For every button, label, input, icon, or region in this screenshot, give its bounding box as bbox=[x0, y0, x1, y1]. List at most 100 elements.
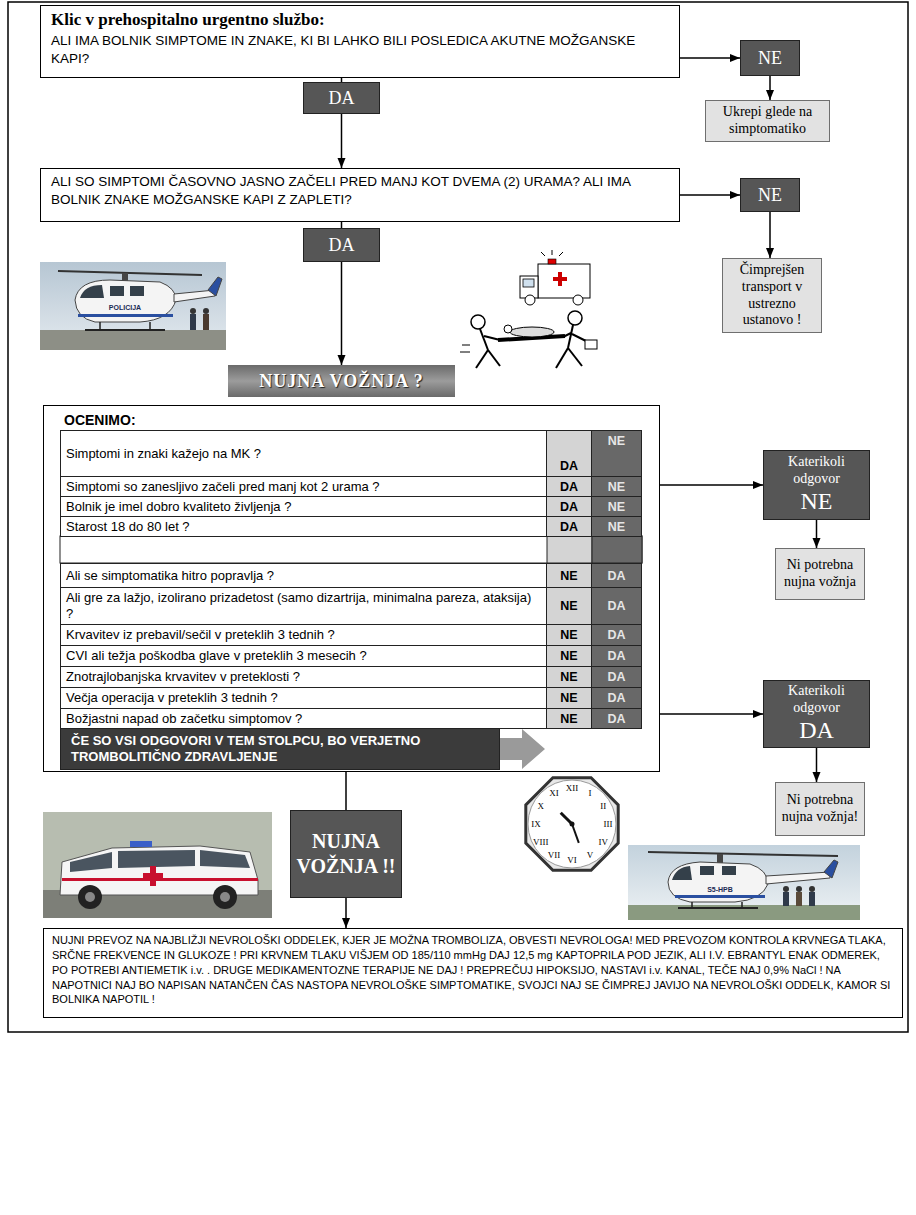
helicopter-photo bbox=[110, 286, 124, 296]
helicopter-marking: S5-HPB bbox=[707, 886, 733, 893]
helicopter-photo bbox=[722, 866, 736, 875]
assessment-panel: OCENIMO:Simptomi in znaki kažejo na MK ?… bbox=[43, 405, 660, 772]
rescue-cartoon bbox=[552, 250, 553, 255]
helicopter-photo bbox=[809, 886, 815, 892]
rescue-cartoon bbox=[573, 295, 583, 305]
flow-arrow bbox=[769, 76, 771, 100]
answer-cell: NE bbox=[546, 646, 591, 666]
flow-arrow bbox=[345, 898, 347, 928]
answer-cell: DA bbox=[546, 517, 591, 536]
urgent-box: NUJNA VOŽNJA !! bbox=[290, 810, 402, 898]
helicopter-photo bbox=[668, 862, 768, 902]
rescue-cartoon bbox=[523, 279, 534, 287]
rescue-cartoon bbox=[484, 336, 500, 340]
rescue-cartoon bbox=[504, 325, 512, 333]
table-empty-row bbox=[592, 536, 642, 563]
helicopter-photo bbox=[628, 905, 860, 920]
rescue-cartoon bbox=[462, 345, 470, 346]
table-row: Simptomi so zanesljivo začeli pred manj … bbox=[60, 476, 642, 497]
page-frame bbox=[8, 2, 908, 1032]
helicopter-photo bbox=[691, 902, 693, 908]
table-row: Znotrajlobanjska krvavitev v preteklosti… bbox=[60, 666, 642, 688]
answer-label: NE bbox=[758, 48, 782, 69]
question-cell: Krvavitev iz prebavil/sečil v preteklih … bbox=[61, 625, 546, 645]
rescue-cartoon bbox=[480, 329, 488, 350]
clock-picture bbox=[572, 824, 579, 843]
answer-box: DA bbox=[303, 82, 380, 114]
table-row: Simptomi in znaki kažejo na MK ?DANE bbox=[60, 430, 642, 477]
table-row: Krvavitev iz prebavil/sečil v preteklih … bbox=[60, 624, 642, 646]
helicopter-photo bbox=[796, 886, 802, 892]
question-cell: Simptomi in znaki kažejo na MK ? bbox=[61, 431, 546, 476]
helicopter-photo bbox=[40, 262, 226, 350]
flow-arrow bbox=[341, 262, 343, 365]
answer-cell: DA bbox=[591, 646, 641, 666]
question-cell: Ali se simptomatika hitro popravlja ? bbox=[61, 564, 546, 587]
decision-box: Katerikoli odgovorDA bbox=[763, 680, 870, 748]
clock-picture bbox=[570, 822, 575, 827]
helicopter-photo bbox=[190, 308, 196, 314]
clock-numeral: XII bbox=[566, 783, 579, 793]
action-box: Čimprejšen transport v ustrezno ustanovo… bbox=[722, 258, 822, 333]
answer-cell: DA bbox=[591, 588, 641, 624]
answer-cell: DA bbox=[591, 709, 641, 728]
ambulance-photo bbox=[70, 852, 112, 872]
clock-numeral: IV bbox=[598, 837, 608, 847]
action-box: Ni potrebna nujna vožnja bbox=[775, 548, 865, 600]
flow-arrow bbox=[660, 484, 763, 486]
helicopter-photo bbox=[824, 860, 838, 878]
action-box: Ni potrebna nujna vožnja! bbox=[775, 782, 865, 836]
helicopter-photo bbox=[717, 854, 723, 863]
rescue-cartoon bbox=[568, 348, 582, 366]
flow-arrow bbox=[680, 57, 740, 59]
answer-cell: NE bbox=[591, 517, 641, 536]
answer-cell: DA bbox=[546, 431, 591, 476]
helicopter-photo bbox=[678, 907, 758, 909]
question-cell: Starost 18 do 80 let ? bbox=[61, 517, 546, 536]
answer-box: NE bbox=[740, 40, 800, 76]
clock-numeral: II bbox=[600, 801, 606, 811]
helicopter-photo bbox=[700, 866, 714, 875]
table-empty-row bbox=[60, 536, 642, 563]
helicopter-photo bbox=[783, 886, 789, 892]
table-row: Večja operacija v preteklih 3 tednih ?NE… bbox=[60, 687, 642, 709]
question-cell: Znotrajlobanjska krvavitev v preteklosti… bbox=[61, 667, 546, 687]
helicopter-photo bbox=[783, 892, 789, 906]
helicopter-photo bbox=[648, 852, 838, 856]
rescue-cartoon bbox=[476, 350, 488, 368]
helicopter-photo bbox=[78, 314, 173, 317]
conclusion-text: ČE SO VSI ODGOVORI V TEM STOLPCU, BO VER… bbox=[71, 733, 489, 766]
flow-arrow bbox=[341, 114, 343, 168]
question-cell: Simptomi so zanesljivo začeli pred manj … bbox=[61, 477, 546, 496]
answer-cell: DA bbox=[546, 497, 591, 516]
clock-numeral: VI bbox=[567, 855, 577, 865]
question-box: ALI SO SIMPTOMI ČASOVNO JASNO ZAČELI PRE… bbox=[40, 168, 680, 222]
action-box: Ukrepi glede na simptomatiko bbox=[705, 100, 830, 142]
urgent-text: NUJNA VOŽNJA !! bbox=[295, 829, 397, 879]
helicopter-photo bbox=[122, 273, 128, 281]
answer-cell: DA bbox=[591, 688, 641, 708]
answer-label: DA bbox=[799, 717, 834, 745]
table-row: Ali se simptomatika hitro popravlja ?NED… bbox=[60, 563, 642, 588]
clock-numeral: I bbox=[589, 788, 592, 798]
ambulance-photo bbox=[85, 892, 95, 902]
helicopter-photo bbox=[796, 892, 802, 906]
helicopter-photo bbox=[675, 895, 765, 898]
helicopter-photo bbox=[190, 314, 196, 330]
helicopter-photo bbox=[130, 286, 144, 296]
clock-picture bbox=[528, 780, 616, 868]
instruction-text: NUJNI PREVOZ NA NAJBLIŽJI NEVROLOŠKI ODD… bbox=[52, 933, 894, 1007]
clock-numeral: III bbox=[604, 819, 613, 829]
answer-cell: NE bbox=[546, 588, 591, 624]
helicopter-photo bbox=[809, 892, 815, 906]
table-row: Starost 18 do 80 let ?DANE bbox=[60, 516, 642, 537]
helicopter-photo bbox=[203, 308, 209, 314]
answer-label: NE bbox=[801, 488, 833, 516]
rescue-cartoon bbox=[563, 333, 571, 337]
helicopter-photo bbox=[40, 262, 226, 350]
table-empty-row bbox=[547, 536, 592, 563]
rescue-cartoon bbox=[471, 315, 485, 329]
rescue-cartoon bbox=[585, 340, 597, 349]
action-text: Ni potrebna nujna vožnja bbox=[779, 557, 861, 591]
answer-cell: NE bbox=[546, 667, 591, 687]
